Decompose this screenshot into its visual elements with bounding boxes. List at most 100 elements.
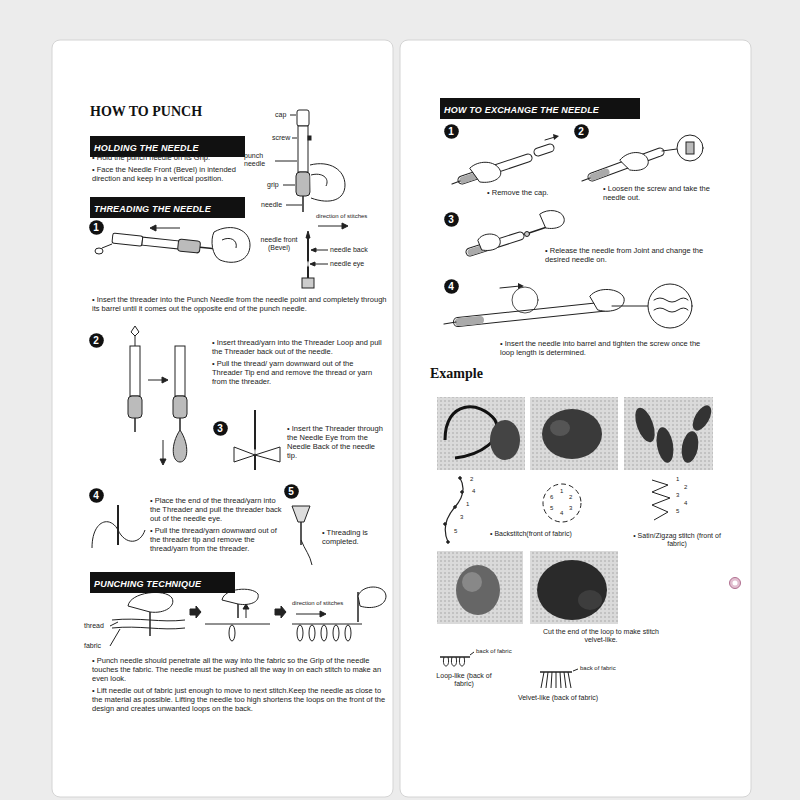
part-label: screw [272,134,294,142]
step-label: 2 [574,124,589,139]
binder-hole [730,578,741,589]
stitch-number: 2 [684,484,692,491]
stitch-number: 5 [550,505,556,512]
example-photos [689,402,715,433]
punching-figure [309,625,315,641]
stitch-number: 6 [550,494,556,501]
exchange-step-2 [582,135,703,181]
stitch-caption: • Backstitch(front of fabric) [490,530,602,538]
needle-detail [311,248,316,252]
step-label: 5 [284,484,299,499]
holding-pen [292,138,297,139]
threading-step-4 [92,505,145,548]
punching-figure [110,622,118,626]
step-label: 1 [89,220,104,235]
threading-step-5 [301,540,312,565]
step-circle [444,279,459,294]
threading-step-2 [130,346,140,396]
example-photos [542,409,602,459]
stitch-number: 3 [676,492,684,499]
exchange-step-1 [538,148,550,152]
instruction-text: • Insert the threader into the Punch Nee… [92,295,387,313]
punching-figure [275,606,286,618]
step-circle [89,333,104,348]
example-photos [456,565,500,615]
step-circle [89,220,104,235]
holding-pen [311,174,327,186]
panels [400,40,751,797]
punching-figure [229,625,235,641]
page-heading: HOW TO PUNCH [90,104,202,120]
binder-hole [733,581,738,586]
step-label: 3 [213,421,228,436]
holding-pen [283,185,295,186]
threading-step-4 [92,522,145,548]
direction-label: direction of stitches [316,213,388,220]
punching-figure [128,592,173,612]
instruction-text: • Hold the punch needle on its Grip. [92,153,252,162]
exchange-step-4 [444,283,692,328]
instruction-text: • Place the end of the thread/yarn into … [150,496,284,523]
punching-figure [190,606,201,618]
threading-step-3 [234,410,280,470]
example-photos [437,551,523,624]
stitch-number: 3 [569,505,575,512]
section-band: HOW TO EXCHANGE THE NEEDLE [440,98,640,119]
holding-pen [302,196,304,212]
threading-step-2 [134,418,136,432]
threading-step-2 [163,440,164,460]
section-band: THREADING THE NEEDLE [90,197,245,218]
holding-pen [342,223,348,229]
threading-step-2 [179,418,181,430]
exchange-step-1 [452,134,559,184]
punching-figure [297,625,303,641]
step-number: 4 [89,488,104,503]
exchange-step-1 [553,134,559,140]
step-label: 2 [89,333,104,348]
loop-diagrams [443,657,464,666]
threader-figure [142,237,181,249]
instruction-text: • Pull the thread/ yarn downward out of … [212,359,384,386]
exchange-step-4 [654,308,688,312]
threader-figure [150,225,156,231]
holding-pen [290,115,296,116]
holding-pen [296,172,310,196]
threader-figure [222,238,236,248]
punching-figure [243,604,249,609]
example-photos [679,430,700,464]
step-label: 3 [444,212,459,227]
punching-figure [110,587,386,646]
needle-detail [307,236,309,278]
stitch-diagrams [447,541,450,544]
section-band: PUNCHING TECHNIQUE [90,572,235,593]
stitch-caption: Loop-like (back of fabric) [428,672,500,689]
stitch-diagrams [459,477,462,480]
threading-step-2 [131,326,139,346]
threading-step-5 [292,506,312,565]
step-number: 3 [213,421,228,436]
punching-figure [345,625,351,641]
stitch-number: 4 [472,488,480,495]
needle-detail [302,231,328,288]
exchange-step-2 [592,152,660,177]
threader-figure [112,232,216,255]
example-photos [530,551,618,624]
part-label: punch needle [244,152,274,169]
instruction-text: • Insert thread/yarn into the Threader L… [212,338,384,356]
step-circle [444,124,459,139]
loop-diagrams [541,672,571,688]
exchange-step-4 [458,306,610,322]
stitch-caption: Velvet-like (back of fabric) [516,694,600,702]
exchange-step-2 [592,152,660,177]
threading-step-5 [292,506,310,522]
stitch-number: 1 [466,501,474,508]
step-label: 4 [89,488,104,503]
stitch-caption: • Satin/Zigzag stitch (front of fabric) [630,532,724,549]
panels [52,40,751,797]
threader-figure [95,248,103,254]
punching-figure [296,614,322,615]
threading-step-2 [128,396,142,418]
section-heading: THREADING THE NEEDLE [94,204,211,214]
instruction-text: • Pull the thread/yarn downward out of t… [150,526,284,553]
